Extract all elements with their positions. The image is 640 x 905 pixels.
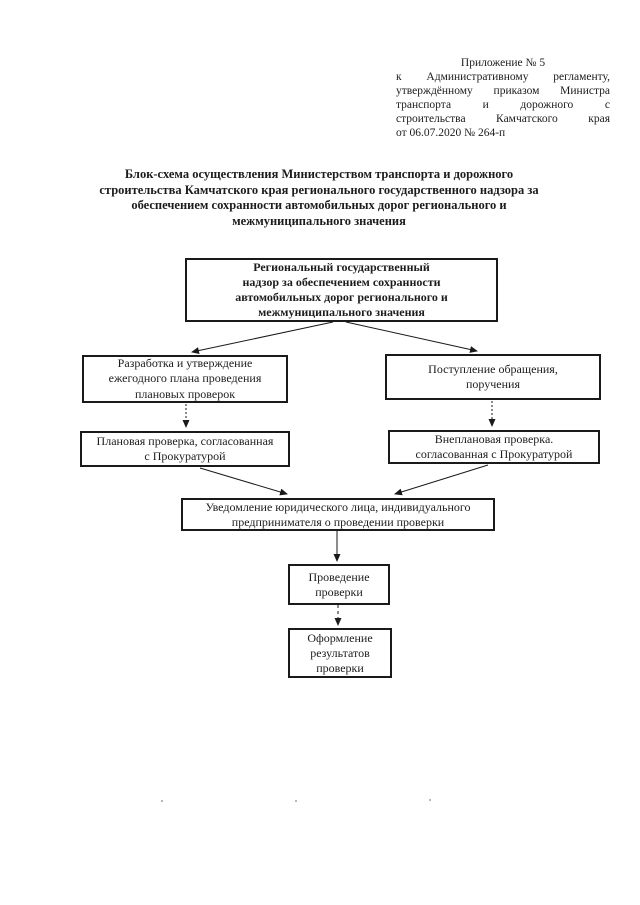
- box-line: Региональный государственный: [253, 259, 430, 274]
- annotation-line: от 06.07.2020 № 264-п: [396, 127, 506, 139]
- scan-speck: [429, 799, 431, 801]
- box-line: Плановая проверка, согласованная: [96, 434, 274, 448]
- document-annotation: Приложение № 5 к Административному регла…: [396, 56, 610, 140]
- flow-box-conduct-check: Проведение проверки: [288, 564, 390, 605]
- box-line: автомобильных дорог регионального и: [235, 290, 448, 304]
- box-line: Внеплановая проверка.: [434, 432, 554, 446]
- box-line: надзор за обеспечением сохранности: [242, 274, 441, 289]
- box-line: согласованная с Прокуратурой: [415, 447, 573, 461]
- annotation-line: строительства Камчатского края: [396, 113, 610, 125]
- page-title-line: обеспечением сохранности автомобильных д…: [131, 198, 507, 212]
- page-title-line: Блок-схема осуществления Министерством т…: [124, 167, 514, 181]
- page-title-line: межмуниципального значения: [232, 213, 406, 228]
- connector-root-to-plan: [191, 321, 334, 354]
- box-line: проверки: [316, 660, 364, 675]
- flow-box-incoming-requests: Поступление обращения, поручения: [385, 354, 601, 400]
- box-line: ежегодного плана проведения: [108, 371, 262, 386]
- box-line: Разработка и утверждение: [117, 355, 253, 370]
- flow-box-regional-supervision: Региональный государственный надзор за о…: [185, 258, 498, 322]
- annotation-line: к Административному регламенту,: [396, 71, 610, 83]
- page-title-line: строительства Камчатского края региональ…: [99, 182, 539, 197]
- box-line: Проведение: [308, 569, 370, 584]
- box-line: Поступление обращения,: [428, 362, 558, 376]
- flow-box-results: Оформление результатов проверки: [288, 628, 392, 678]
- box-line: предпринимателя о проведении проверки: [231, 514, 445, 529]
- connector-unplanned-to-notification: [394, 464, 489, 496]
- flow-box-planned-check: Плановая проверка, согласованная с Проку…: [80, 431, 290, 467]
- connector-planned-to-notification: [199, 467, 288, 496]
- box-line: плановых проверок: [134, 386, 236, 401]
- connector-root-to-incoming: [345, 321, 478, 353]
- flow-box-unplanned-check: Внеплановая проверка. согласованная с Пр…: [388, 430, 600, 464]
- box-line: Оформление: [307, 630, 373, 645]
- annotation-line: Приложение № 5: [460, 57, 546, 69]
- box-line: результатов: [310, 645, 370, 660]
- scan-speck: [161, 800, 163, 802]
- annotation-line: утверждённому приказом Министра: [396, 85, 610, 97]
- box-line: с Прокуратурой: [144, 449, 226, 463]
- box-line: Уведомление юридического лица, индивидуа…: [205, 499, 471, 514]
- box-line: проверки: [315, 584, 363, 599]
- box-line: поручения: [466, 377, 520, 391]
- scan-speck: [295, 800, 297, 802]
- annotation-line: транспорта и дорожного с: [396, 99, 610, 111]
- flow-box-annual-plan: Разработка и утверждение ежегодного план…: [82, 355, 288, 403]
- page-title: Блок-схема осуществления Министерством т…: [62, 167, 576, 229]
- flow-box-notification: Уведомление юридического лица, индивидуа…: [181, 498, 495, 531]
- box-line: межмуниципального значения: [258, 305, 425, 320]
